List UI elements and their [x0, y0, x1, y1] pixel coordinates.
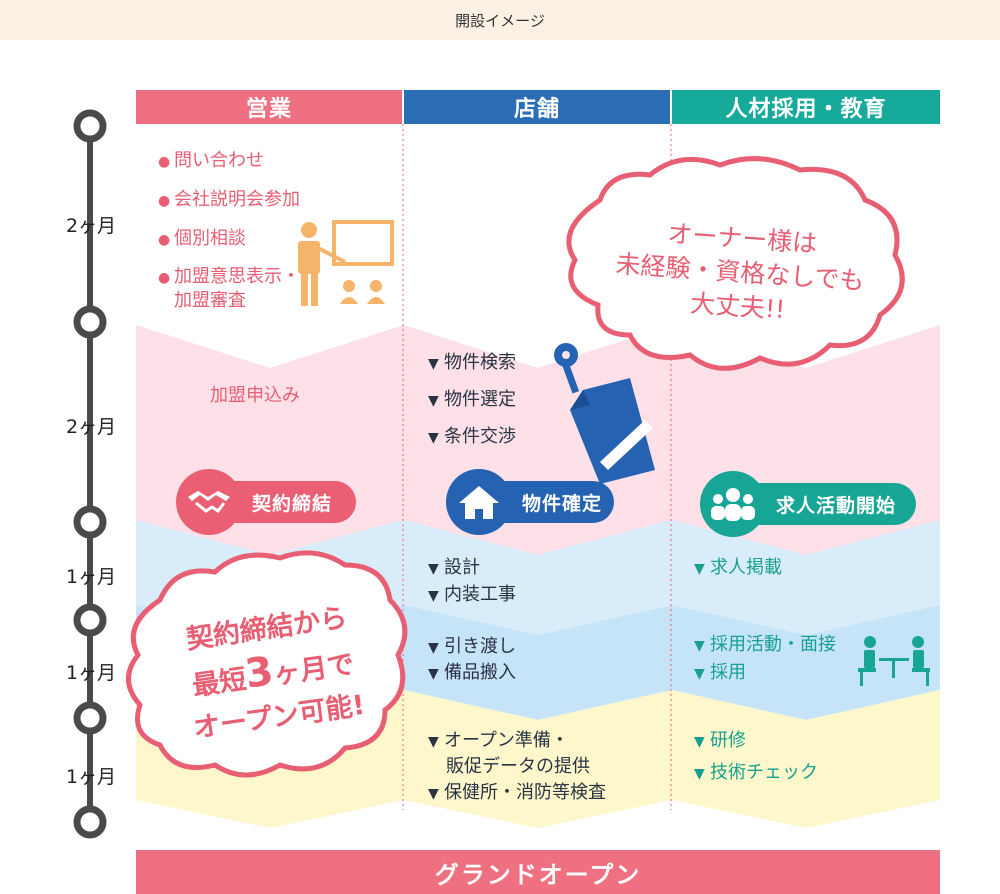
triangle-bullet-icon: ▼: [694, 638, 705, 654]
list-item: ▼物件検索: [428, 352, 516, 373]
list-item: ▼備品搬入: [428, 662, 516, 683]
triangle-bullet-icon: ▼: [428, 666, 439, 682]
column-header-hr: 人材採用・教育: [672, 90, 940, 124]
list-item: 加盟審査: [174, 290, 246, 311]
triangle-bullet-icon: ▼: [428, 588, 439, 604]
timeline-label-2: 2ヶ月: [65, 416, 117, 438]
list-item: ▼採用: [694, 662, 746, 683]
triangle-bullet-icon: ▼: [694, 766, 705, 782]
timeline-label-4: 1ヶ月: [65, 662, 117, 684]
document-illustration: [570, 378, 655, 484]
column-header-sales: 営業: [136, 90, 402, 124]
dot-bullet-icon: ●: [158, 193, 171, 209]
timeline-node-6: [73, 805, 107, 839]
timeline-label-1: 2ヶ月: [65, 215, 117, 237]
sales-application-text: 加盟申込み: [210, 385, 300, 406]
dot-bullet-icon: ●: [158, 270, 171, 286]
triangle-bullet-icon: ▼: [428, 356, 439, 372]
list-item: ▼物件選定: [428, 389, 516, 410]
grand-open-bar: グランドオープン: [136, 850, 940, 894]
page-title: 開設イメージ: [455, 11, 545, 30]
milestone-contract: 契約締結: [176, 469, 356, 535]
people-icon: [700, 471, 766, 537]
milestone-property: 物件確定: [446, 469, 614, 535]
interview-illustration: [858, 636, 930, 686]
bubble-open-shape: [126, 550, 408, 778]
triangle-bullet-icon: ▼: [694, 561, 705, 577]
timeline-label-3: 1ヶ月: [65, 566, 117, 588]
triangle-bullet-icon: ▼: [694, 734, 705, 750]
handshake-icon: [176, 469, 242, 535]
list-item: ▼採用活動・面接: [694, 634, 836, 655]
list-item: ●会社説明会参加: [158, 189, 300, 210]
dot-bullet-icon: ●: [158, 154, 171, 170]
timeline-node-3: [73, 505, 107, 539]
list-item: ▼条件交渉: [428, 426, 516, 447]
triangle-bullet-icon: ▼: [428, 561, 439, 577]
triangle-bullet-icon: ▼: [428, 393, 439, 409]
list-item: ▼技術チェック: [694, 762, 818, 783]
triangle-bullet-icon: ▼: [428, 640, 439, 656]
list-item: ▼研修: [694, 730, 746, 751]
list-item: ▼求人掲載: [694, 557, 782, 578]
list-item: 販促データの提供: [446, 756, 590, 777]
dot-bullet-icon: ●: [158, 232, 171, 248]
timeline-label-5: 1ヶ月: [65, 766, 117, 788]
bubble-owner-shape: [566, 156, 905, 371]
triangle-bullet-icon: ▼: [428, 786, 439, 802]
bubble-owner: オーナー様は 未経験・資格なしでも 大丈夫!!: [614, 218, 866, 325]
timeline-node-1: [73, 109, 107, 143]
timeline-node-2: [73, 305, 107, 339]
milestone-label: 求人活動開始: [776, 494, 897, 517]
triangle-bullet-icon: ▼: [428, 734, 439, 750]
milestone-label: 物件確定: [522, 492, 603, 515]
list-item: ▼設計: [428, 557, 480, 578]
key-illustration: [554, 343, 580, 394]
list-item: ●個別相談: [158, 228, 246, 249]
list-item: ▼保健所・消防等検査: [428, 782, 606, 803]
triangle-bullet-icon: ▼: [694, 666, 705, 682]
milestone-recruiting: 求人活動開始: [700, 471, 916, 537]
timeline-node-5: [73, 701, 107, 735]
timeline: [73, 109, 107, 839]
header-bar: 開設イメージ: [0, 0, 1000, 40]
column-header-store: 店舗: [404, 90, 670, 124]
milestone-label: 契約締結: [252, 492, 333, 515]
timeline-node-4: [73, 603, 107, 637]
list-item: ●問い合わせ: [158, 150, 264, 171]
list-item: ▼引き渡し: [428, 636, 516, 657]
house-icon: [446, 469, 512, 535]
grand-open-label: グランドオープン: [434, 860, 642, 889]
list-item: ▼オープン準備・: [428, 730, 569, 751]
triangle-bullet-icon: ▼: [428, 430, 439, 446]
list-item: ●加盟意思表示・: [158, 266, 300, 287]
presenter-illustration: [298, 220, 394, 306]
list-item: ▼内装工事: [428, 584, 516, 605]
